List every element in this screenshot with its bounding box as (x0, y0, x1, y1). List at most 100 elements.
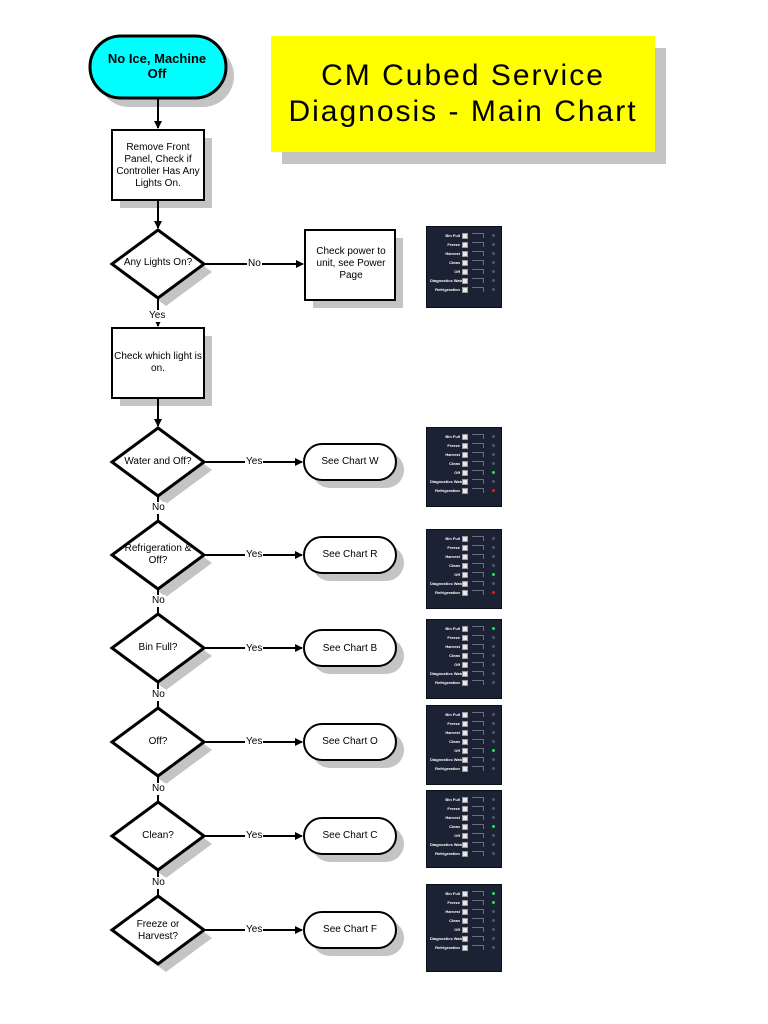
panel-row-icon (462, 571, 468, 578)
panel-row-trace (472, 287, 484, 292)
panel-row-icon (462, 765, 468, 772)
panel-row-label: Off (454, 269, 460, 274)
panel-row-trace (472, 797, 484, 802)
panel-row-trace (472, 635, 484, 640)
target-terminator-chart-f (303, 911, 397, 949)
panel-row-label: Freeze (447, 242, 460, 247)
panel-indicator-light (492, 843, 495, 846)
panel-row-icon (462, 899, 468, 906)
panel-row-trace (472, 730, 484, 735)
panel-row-icon (462, 738, 468, 745)
panel-row: Off (430, 831, 498, 840)
panel-indicator-light (492, 919, 495, 922)
target-chart-o: See Chart O (322, 736, 378, 747)
step-check-power: Check power to unit, see Power Page (316, 246, 386, 281)
panel-row-label: Bin Full (445, 626, 460, 631)
panel-row: Clean (430, 561, 498, 570)
panel-row: Diagnostics Water (430, 755, 498, 764)
panel-indicator-light (492, 261, 495, 264)
panel-row-icon (462, 711, 468, 718)
panel-row: Bin Full (430, 624, 498, 633)
panel-row-icon (462, 469, 468, 476)
branch-label-yes: Yes (245, 830, 264, 842)
panel-row-label: Off (454, 662, 460, 667)
panel-row-trace (472, 452, 484, 457)
panel-row-icon (462, 643, 468, 650)
branch-label-yes: Yes (245, 456, 264, 468)
panel-row-trace (472, 721, 484, 726)
panel-row-trace (472, 891, 484, 896)
panel-row: Harvest (430, 552, 498, 561)
panel-indicator-light (492, 243, 495, 246)
panel-row-label: Clean (449, 653, 460, 658)
panel-row-trace (472, 945, 484, 950)
panel-row: Clean (430, 822, 498, 831)
panel-row: Clean (430, 258, 498, 267)
panel-row-icon (462, 553, 468, 560)
panel-row-icon (462, 670, 468, 677)
panel-row-label: Off (454, 927, 460, 932)
panel-row-trace (472, 918, 484, 923)
panel-row: Harvest (430, 450, 498, 459)
panel-row-label: Diagnostics Water (430, 671, 462, 676)
panel-row: Bin Full (430, 432, 498, 441)
panel-row-icon (462, 544, 468, 551)
panel-row-icon (462, 268, 468, 275)
panel-row-trace (472, 233, 484, 238)
process-box-remove-panel (111, 129, 205, 201)
panel-row-icon (462, 944, 468, 951)
panel-indicator-light (492, 798, 495, 801)
panel-row: Freeze (430, 240, 498, 249)
panel-row: Freeze (430, 804, 498, 813)
panel-row: Harvest (430, 249, 498, 258)
decision-bin-full: Bin Full? (138, 642, 178, 653)
target-chart-b: See Chart B (322, 643, 378, 654)
step-remove-panel: Remove Front Panel, Check if Controller … (116, 142, 200, 189)
panel-row-label: Refrigeration (435, 851, 460, 856)
panel-row: Freeze (430, 633, 498, 642)
decision-clean: Clean? (142, 830, 174, 841)
panel-row-icon (462, 747, 468, 754)
panel-indicator-light (492, 288, 495, 291)
branch-label-yes: Yes (148, 310, 167, 322)
panel-indicator-light-on (492, 489, 495, 492)
panel-row: Diagnostics Water (430, 840, 498, 849)
panel-indicator-light-on (492, 591, 495, 594)
panel-row-trace (472, 278, 484, 283)
panel-row-label: Off (454, 833, 460, 838)
panel-row: Refrigeration (430, 764, 498, 773)
decision-freeze-harvest: Freeze or Harvest? (136, 919, 180, 942)
target-terminator-chart-b (303, 629, 397, 667)
panel-row-trace (472, 251, 484, 256)
panel-row: Off (430, 468, 498, 477)
panel-indicator-light (492, 279, 495, 282)
panel-row-icon (462, 832, 468, 839)
page-title: CM Cubed Service Diagnosis - Main Chart (271, 36, 655, 152)
decision-refrigeration-off: Refrigeration & Off? (124, 543, 192, 566)
decision-off: Off? (148, 736, 168, 747)
panel-row-label: Diagnostics Water (430, 479, 462, 484)
panel-row-trace (472, 626, 484, 631)
panel-row-label: Clean (449, 739, 460, 744)
panel-row-label: Harvest (445, 452, 460, 457)
panel-row-label: Clean (449, 260, 460, 265)
panel-row: Refrigeration (430, 588, 498, 597)
panel-row-label: Bin Full (445, 233, 460, 238)
panel-row-trace (472, 757, 484, 762)
panel-row-trace (472, 927, 484, 932)
panel-indicator-light (492, 270, 495, 273)
panel-row-trace (472, 671, 484, 676)
process-box-check-light (111, 327, 205, 399)
panel-row: Diagnostics Water (430, 579, 498, 588)
panel-row-label: Refrigeration (435, 680, 460, 685)
branch-label-yes: Yes (245, 643, 264, 655)
decision-diamond-water-off (109, 426, 207, 498)
panel-row-trace (472, 680, 484, 685)
panel-row: Bin Full (430, 231, 498, 240)
panel-indicator-light (492, 453, 495, 456)
panel-row-icon (462, 756, 468, 763)
decision-diamond-bin-full (109, 612, 207, 684)
title-line-1: CM Cubed Service (321, 59, 605, 92)
panel-row-trace (472, 572, 484, 577)
